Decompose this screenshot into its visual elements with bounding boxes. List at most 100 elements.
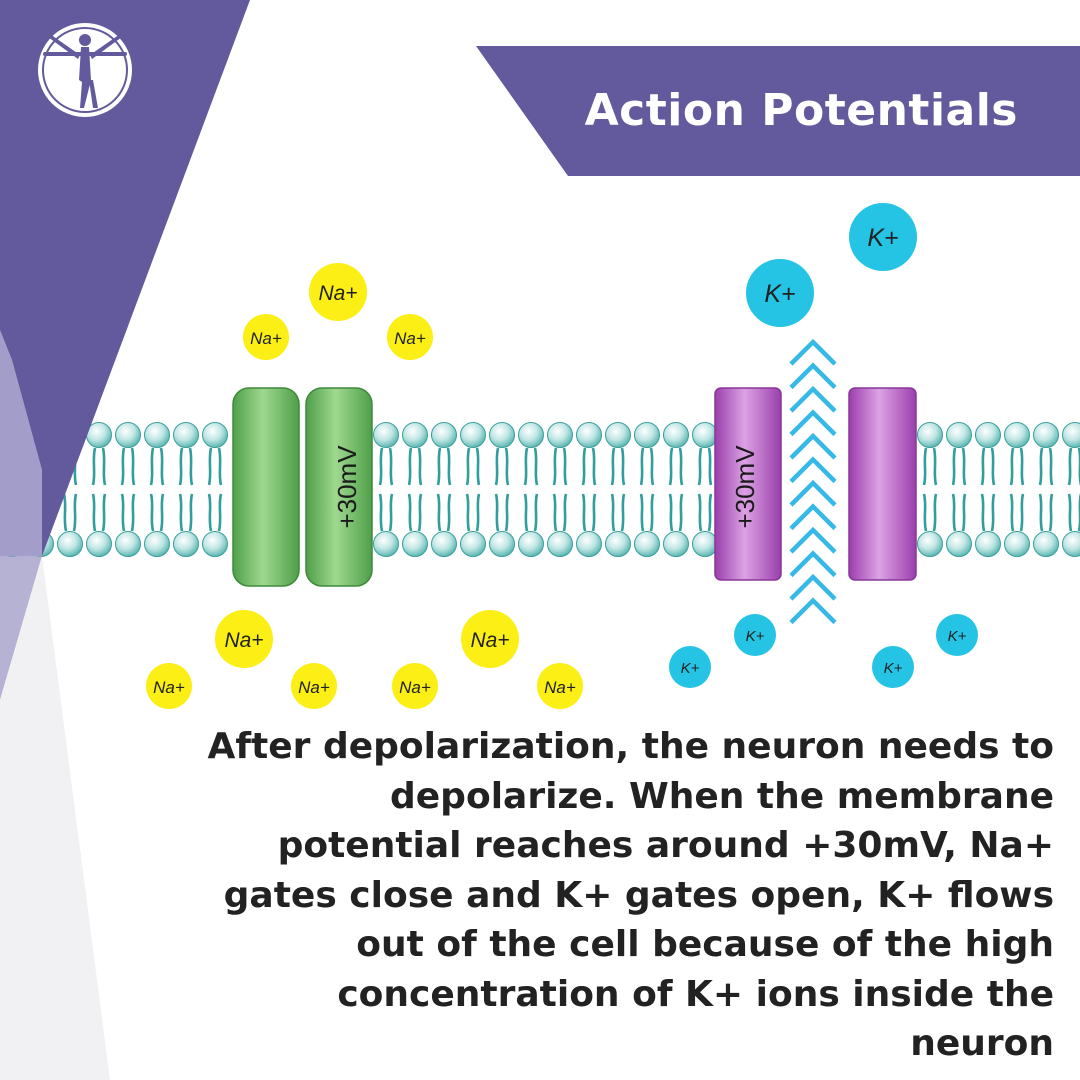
grey-triangle-shape (0, 556, 110, 1080)
sodium-channel-right-subunit (305, 387, 373, 587)
potassium-channel-voltage-label: +30mV (730, 445, 760, 529)
lipid-molecule (916, 421, 944, 487)
lipid-molecule (546, 492, 574, 558)
lipid-molecule (488, 492, 516, 558)
sodium-ions: Na+ Na+ Na+ Na+ Na+ Na+ Na+ Na+ Na+ (146, 263, 583, 709)
lipid-molecule (459, 421, 487, 487)
potassium-flow-arrows (791, 342, 835, 623)
lipid-molecule (916, 492, 944, 558)
svg-text:Na+: Na+ (544, 678, 576, 697)
lipid-molecule (372, 492, 400, 558)
lipid-molecule (430, 421, 458, 487)
explanation-caption: After depolarization, the neuron needs t… (207, 726, 1054, 1064)
svg-text:K+: K+ (867, 224, 898, 252)
chevron-up-icon (791, 342, 835, 364)
lipid-molecule (633, 492, 661, 558)
lipid-molecule (575, 492, 603, 558)
sodium-ion: Na+ (461, 610, 519, 668)
lipid-molecule (430, 492, 458, 558)
lipid-molecule (517, 492, 545, 558)
svg-text:Na+: Na+ (394, 329, 426, 348)
lipid-molecule (459, 492, 487, 558)
lipid-molecule (575, 421, 603, 487)
lipid-molecule (114, 492, 142, 558)
lipid-molecule (945, 421, 973, 487)
lipid-molecule (517, 421, 545, 487)
lipid-molecule (1032, 492, 1060, 558)
potassium-channel: +30mV (714, 387, 917, 581)
chevron-up-icon (791, 483, 835, 505)
potassium-channel-right-subunit (848, 387, 917, 581)
potassium-ion: K+ (872, 646, 914, 688)
svg-text:Na+: Na+ (470, 629, 509, 652)
sodium-ion: Na+ (243, 314, 289, 360)
chevron-up-icon (791, 366, 835, 388)
chevron-up-icon (791, 554, 835, 576)
lipid-molecule (172, 421, 200, 487)
svg-text:Na+: Na+ (399, 678, 431, 697)
vitruvian-man-icon (38, 23, 132, 117)
lipid-molecule (633, 421, 661, 487)
potassium-ion: K+ (849, 203, 917, 271)
chevron-up-icon (791, 460, 835, 482)
lipid-molecule (604, 421, 632, 487)
sodium-ion: Na+ (146, 663, 192, 709)
lipid-molecule (401, 492, 429, 558)
lipid-bilayer-membrane (0, 421, 1080, 558)
potassium-ions: K+ K+ K+ K+ K+ K+ (669, 203, 978, 688)
svg-text:Na+: Na+ (298, 678, 330, 697)
lipid-molecule (172, 492, 200, 558)
lipid-molecule (604, 492, 632, 558)
svg-text:K+: K+ (884, 660, 903, 677)
lipid-molecule (945, 492, 973, 558)
lipid-molecule (1003, 421, 1031, 487)
lipid-molecule (662, 492, 690, 558)
sodium-ion: Na+ (291, 663, 337, 709)
sodium-channel-left-subunit (232, 387, 300, 587)
lipid-molecule (85, 421, 113, 487)
lavender-strip-shape (0, 330, 42, 700)
chevron-up-icon (791, 413, 835, 435)
svg-text:K+: K+ (764, 280, 795, 308)
lipid-molecule (114, 421, 142, 487)
sodium-ion: Na+ (537, 663, 583, 709)
chevron-up-icon (791, 601, 835, 623)
chevron-up-icon (791, 577, 835, 599)
sodium-ion: Na+ (387, 314, 433, 360)
lipid-molecule (143, 492, 171, 558)
sodium-ion: Na+ (309, 263, 367, 321)
lipid-molecule (85, 492, 113, 558)
lipid-molecule (691, 492, 719, 558)
lipid-molecule (546, 421, 574, 487)
svg-text:K+: K+ (948, 628, 967, 645)
chevron-up-icon (791, 507, 835, 529)
svg-text:Na+: Na+ (224, 629, 263, 652)
svg-text:Na+: Na+ (153, 678, 185, 697)
lipid-molecule (201, 421, 229, 487)
potassium-channel-left-subunit (714, 387, 782, 581)
potassium-ion: K+ (746, 259, 814, 327)
potassium-ion: K+ (936, 614, 978, 656)
sodium-ion: Na+ (215, 610, 273, 668)
lipid-molecule (143, 421, 171, 487)
purple-corner-shape (0, 0, 250, 556)
svg-text:Na+: Na+ (318, 282, 357, 305)
lipid-molecule (974, 492, 1002, 558)
lipid-molecule (662, 421, 690, 487)
potassium-ion: K+ (669, 646, 711, 688)
lipid-molecule (372, 421, 400, 487)
lipid-molecule (1003, 492, 1031, 558)
chevron-up-icon (791, 530, 835, 552)
lipid-molecule (1061, 421, 1080, 487)
lipid-molecule (401, 421, 429, 487)
lipid-molecule (1061, 492, 1080, 558)
sodium-channel-voltage-label: +30mV (332, 445, 362, 529)
title-banner (476, 46, 1080, 176)
potassium-ion: K+ (734, 614, 776, 656)
lipid-molecule (1032, 421, 1060, 487)
svg-text:K+: K+ (746, 628, 765, 645)
chevron-up-icon (791, 389, 835, 411)
lipid-molecule (201, 492, 229, 558)
chevron-up-icon (791, 436, 835, 458)
